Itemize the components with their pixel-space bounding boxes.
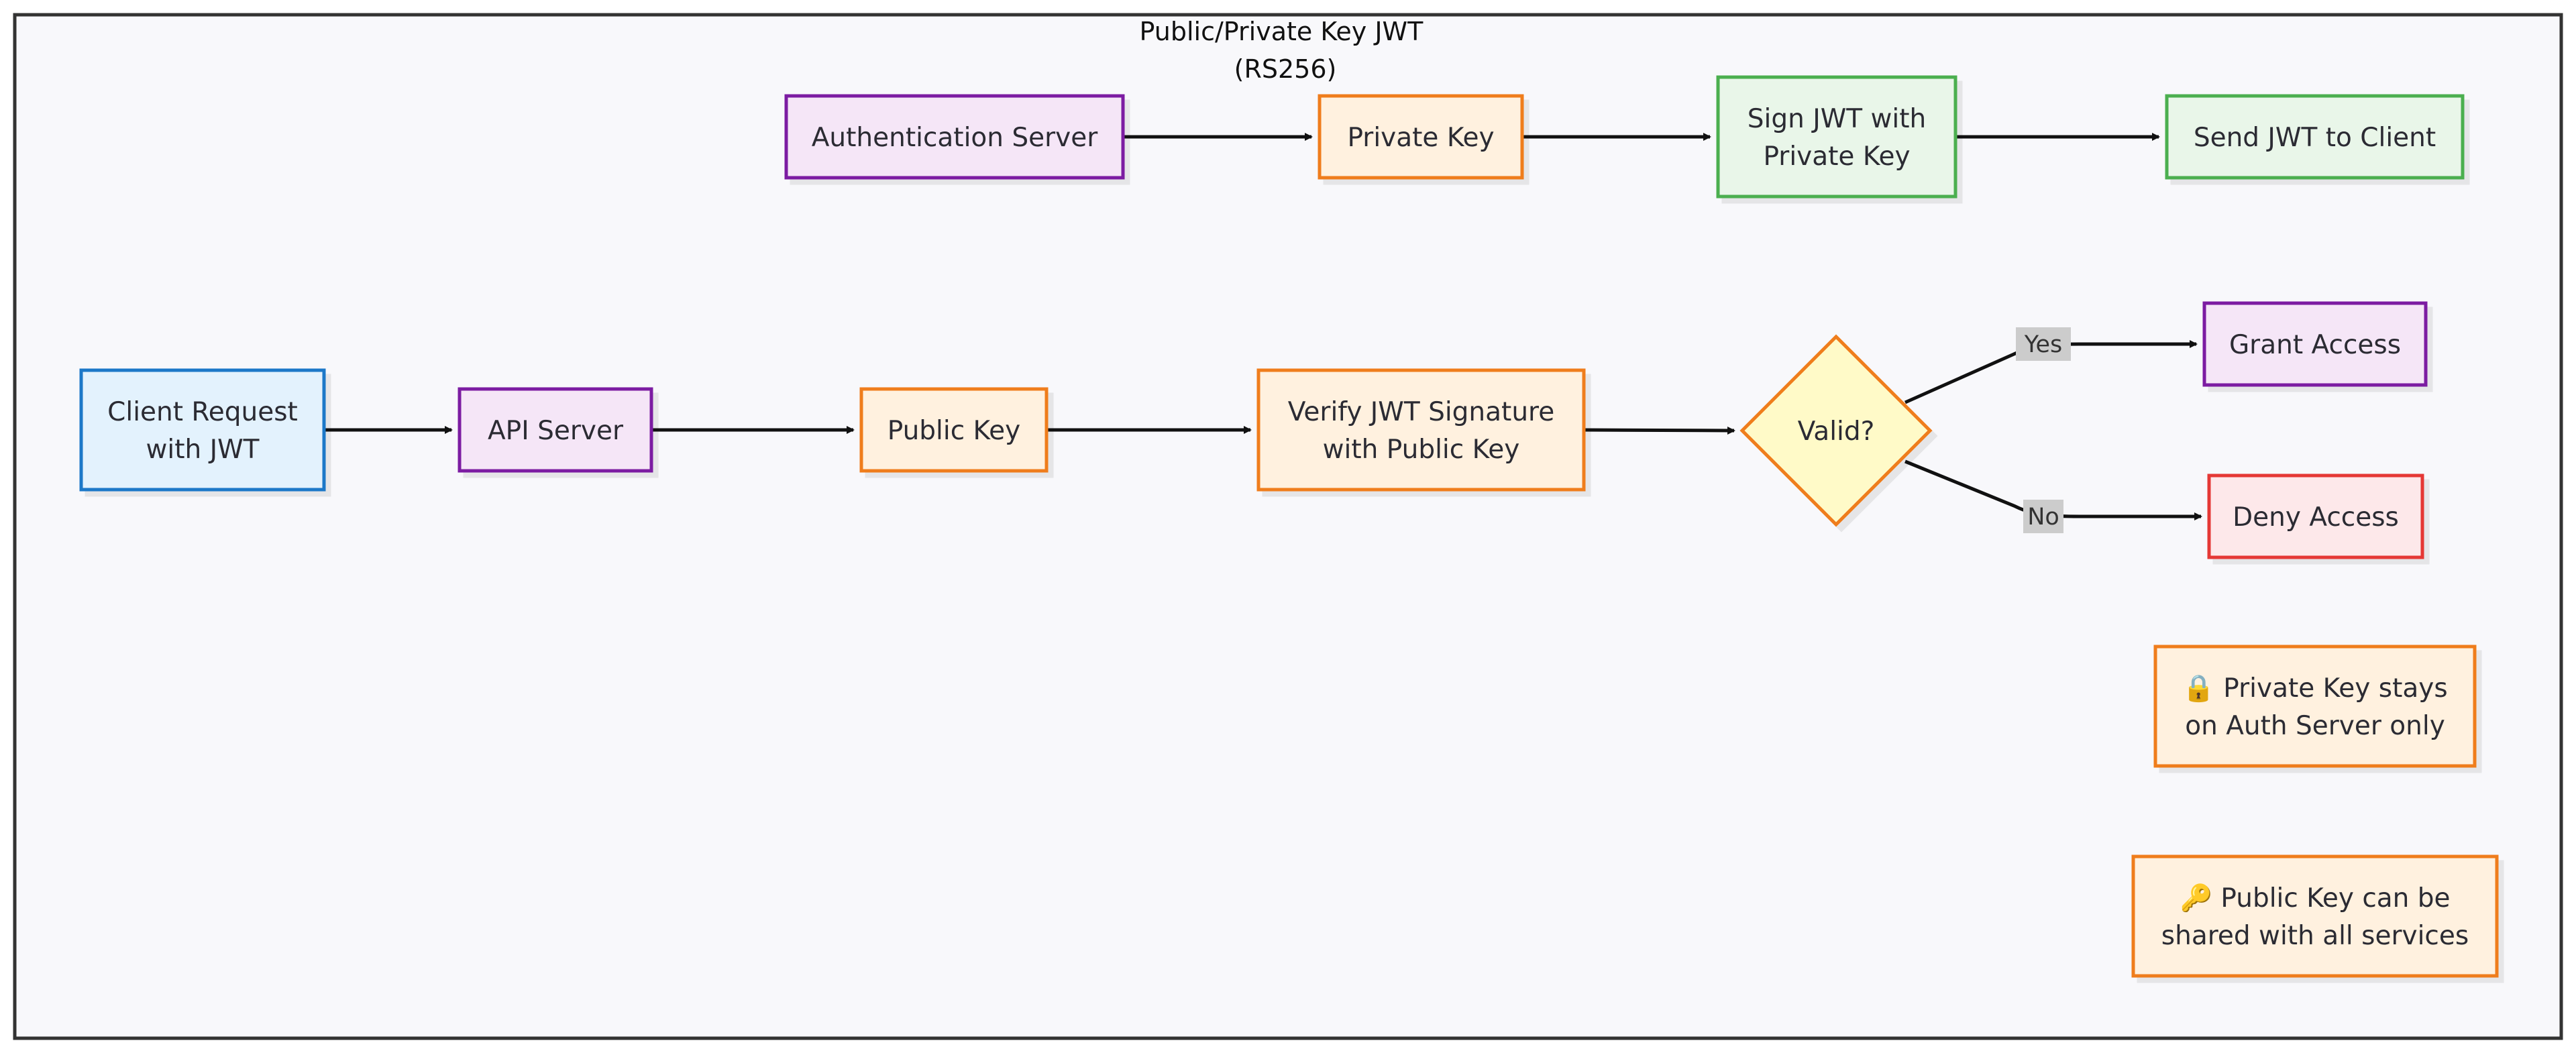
node-label: Verify JWT Signature with Public Key bbox=[1288, 397, 1554, 465]
edge-label-background bbox=[2016, 327, 2071, 361]
node-shape bbox=[2165, 94, 2465, 180]
node-label-line: Public Key bbox=[888, 416, 1021, 446]
node-shape bbox=[458, 387, 653, 473]
node-shape bbox=[1318, 94, 1524, 180]
node-valid[interactable]: Valid? bbox=[1739, 334, 1933, 527]
node-label-line: Deny Access bbox=[2233, 502, 2399, 533]
node-label-line: Client Request bbox=[107, 397, 298, 427]
node-label-line: Send JWT to Client bbox=[2194, 123, 2436, 153]
diagram-title: Public/Private Key JWT (RS256) bbox=[1140, 17, 1432, 84]
node-label-line: on Auth Server only bbox=[2185, 711, 2445, 741]
node-shape bbox=[784, 94, 1125, 180]
node-label-line: Verify JWT Signature bbox=[1288, 397, 1554, 427]
node-send-jwt[interactable]: Send JWT to Client bbox=[2165, 94, 2465, 180]
node-private-key[interactable]: Private Key bbox=[1318, 94, 1524, 180]
node-deny-access[interactable]: Deny Access bbox=[2207, 474, 2424, 559]
node-client-request[interactable]: Client Request with JWT bbox=[79, 368, 326, 492]
node-label-line: 🔑 Public Key can be bbox=[2180, 882, 2450, 913]
node-shape bbox=[1739, 334, 1933, 527]
node-label-line: Sign JWT with bbox=[1748, 104, 1927, 134]
node-shape bbox=[1716, 75, 1957, 199]
node-label: Public Key bbox=[888, 416, 1021, 446]
edge-label-text: Yes bbox=[2024, 331, 2063, 358]
node-label-line: API Server bbox=[488, 416, 624, 446]
node-label-line: shared with all services bbox=[2161, 921, 2469, 951]
edge-label-no: No bbox=[2023, 500, 2063, 533]
node-label: API Server bbox=[488, 416, 624, 446]
node-label: Send JWT to Client bbox=[2194, 123, 2436, 153]
node-label-line: 🔒 Private Key stays bbox=[2182, 673, 2447, 704]
node-shape bbox=[2131, 854, 2499, 978]
node-label-line: with Public Key bbox=[1323, 435, 1520, 465]
node-label: 🔑 Public Key can be shared with all servi… bbox=[2161, 882, 2469, 951]
node-label-line: Authentication Server bbox=[812, 123, 1099, 153]
node-note-public[interactable]: 🔑 Public Key can be shared with all servi… bbox=[2131, 854, 2499, 978]
node-shape bbox=[2202, 301, 2428, 387]
node-api-server[interactable]: API Server bbox=[458, 387, 653, 473]
node-shape bbox=[2153, 645, 2477, 768]
node-label: Deny Access bbox=[2233, 502, 2399, 533]
diagram-title-line-1: Public/Private Key JWT bbox=[1140, 17, 1424, 46]
node-shape bbox=[79, 368, 326, 492]
node-note-private[interactable]: 🔒 Private Key stays on Auth Server only bbox=[2153, 645, 2477, 768]
node-label-line: Grant Access bbox=[2229, 330, 2401, 360]
node-label: Grant Access bbox=[2229, 330, 2401, 360]
node-label-line: Valid? bbox=[1798, 417, 1875, 447]
node-grant-access[interactable]: Grant Access bbox=[2202, 301, 2428, 387]
node-label: Client Request with JWT bbox=[107, 397, 298, 465]
node-shape bbox=[1256, 368, 1586, 492]
node-label-line: Private Key bbox=[1347, 123, 1494, 153]
node-shape bbox=[859, 387, 1049, 473]
edge-label-background bbox=[2023, 500, 2063, 533]
edge-label-text: No bbox=[2027, 504, 2059, 531]
node-auth-server[interactable]: Authentication Server bbox=[784, 94, 1125, 180]
node-label-line: Private Key bbox=[1763, 142, 1910, 172]
node-label: 🔒 Private Key stays on Auth Server only bbox=[2182, 673, 2447, 741]
edge-label-yes: Yes bbox=[2016, 327, 2071, 361]
diagram-title-line-2: (RS256) bbox=[1234, 54, 1337, 84]
node-shape bbox=[2207, 474, 2424, 559]
node-public-key[interactable]: Public Key bbox=[859, 387, 1049, 473]
edge-verify-sig-to-valid bbox=[1583, 426, 1735, 435]
node-label: Authentication Server bbox=[812, 123, 1099, 153]
node-label-line: with JWT bbox=[146, 435, 259, 465]
node-label: Private Key bbox=[1347, 123, 1494, 153]
node-verify-sig[interactable]: Verify JWT Signature with Public Key bbox=[1256, 368, 1586, 492]
node-label: Valid? bbox=[1798, 417, 1875, 447]
